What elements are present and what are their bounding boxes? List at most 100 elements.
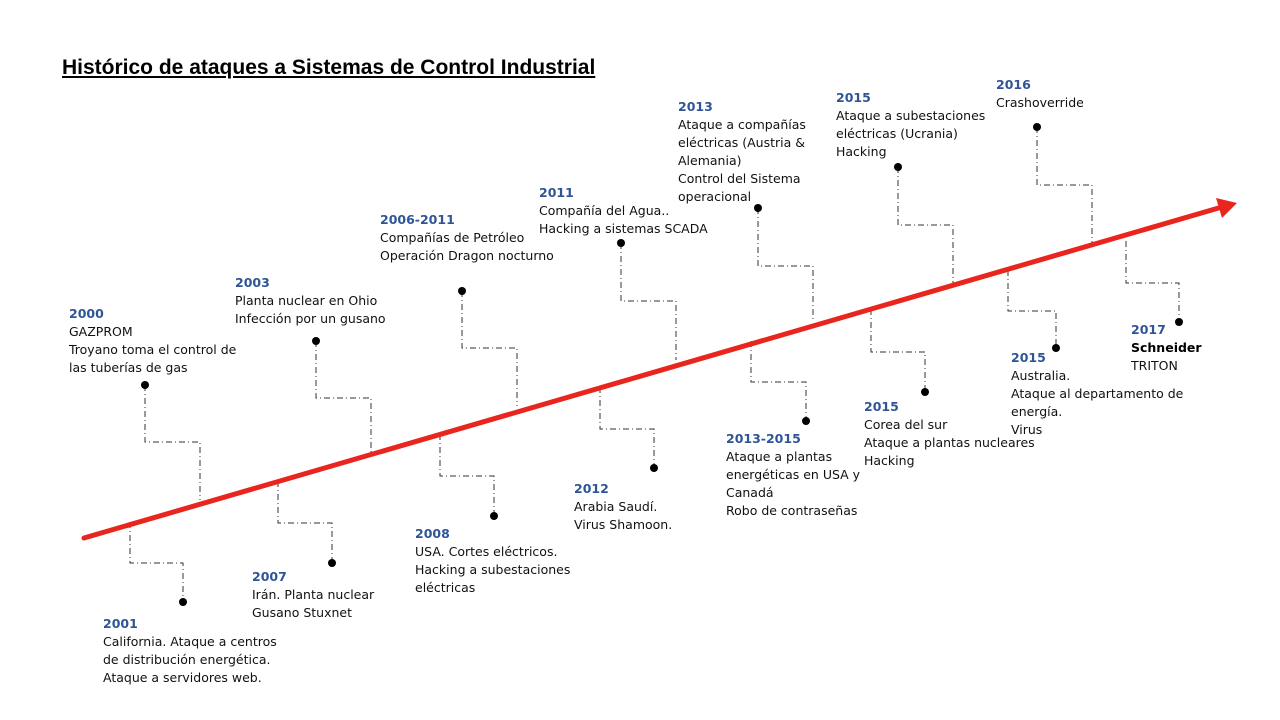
connector-2015b [870,309,926,392]
event-description-line: USA. Cortes eléctricos. [415,544,558,559]
event-description-line: eléctricas (Ucrania) [836,126,958,141]
connector-2016 [1036,127,1093,244]
event-year: 2015 [836,90,871,105]
event-dot-2015c [1052,344,1060,352]
event-dot-2003 [312,337,320,345]
event-year: 2013 [678,99,713,114]
event-description-line: operacional [678,189,752,204]
event-year: 2017 [1131,322,1166,337]
event-year: 2012 [574,481,609,496]
event-description-line: eléctricas (Austria & [678,135,806,150]
connector-2000 [144,385,201,500]
event-description-line: Planta nuclear en Ohio [235,293,378,308]
connector-lines [129,127,1180,602]
event-description-line: Virus [1011,422,1043,437]
event-dot-2011 [617,239,625,247]
connector-2015a [897,167,954,285]
event-year: 2015 [1011,350,1046,365]
event-year: 2011 [539,185,574,200]
event-dot-2017 [1175,318,1183,326]
connector-2003 [315,341,372,456]
event-description-line: Compañía del Agua.. [539,203,670,218]
timeline-arrow-line [81,204,1225,541]
event-description-line: eléctricas [415,580,476,595]
connector-2012 [599,387,655,468]
event-dot-2015b [921,388,929,396]
event-description-line: Gusano Stuxnet [252,605,352,620]
event-description-line: Hacking a subestaciones [415,562,571,577]
event-description-line: Alemania) [678,153,742,168]
event-description-line: Arabia Saudí. [574,499,658,514]
event-dot-2012 [650,464,658,472]
event-description-line: Ataque a compañías [678,117,806,132]
event-description-line: energéticas en USA y [726,467,861,482]
timeline-arrow-head [1216,198,1237,218]
connector-2008 [439,434,495,516]
event-description-line: Schneider [1131,340,1202,355]
event-description-line: Operación Dragon nocturno [380,248,554,263]
event-year: 2003 [235,275,270,290]
event-description-line: Irán. Planta nuclear [252,587,375,602]
connector-2001 [129,522,184,602]
event-description-line: California. Ataque a centros [103,634,277,649]
connector-2017 [1125,241,1180,322]
event-dot-2006-2011 [458,287,466,295]
event-description-line: Troyano toma el control de [69,342,237,357]
event-description-line: Ataque a servidores web. [103,670,262,685]
event-dot-2007 [328,559,336,567]
event-description-line: Control del Sistema [678,171,801,186]
event-description-line: Ataque a plantas [726,449,833,464]
event-year: 2008 [415,526,450,541]
event-description-line: Ataque a plantas nucleares [864,435,1035,450]
event-dot-2015a [894,163,902,171]
event-year: 2001 [103,616,138,631]
event-year: 2000 [69,306,104,321]
connector-2011 [620,243,677,360]
event-dot-2013-2015 [802,417,810,425]
event-dot-2001 [179,598,187,606]
event-description-line: energía. [1011,404,1063,419]
connector-2007 [277,481,333,563]
event-year: 2013-2015 [726,431,801,446]
connector-2015c [1007,270,1057,348]
event-description-line: Canadá [726,485,774,500]
event-description-line: GAZPROM [69,324,133,339]
event-year: 2016 [996,77,1031,92]
event-description-line: Hacking a sistemas SCADA [539,221,708,236]
event-dot-2016 [1033,123,1041,131]
event-description-line: Compañías de Petróleo [380,230,525,245]
event-description-line: Crashoverride [996,95,1084,110]
event-description-line: Hacking [836,144,887,159]
event-description-line: las tuberías de gas [69,360,188,375]
event-year: 2007 [252,569,287,584]
event-dot-2013 [754,204,762,212]
event-description-line: Ataque a subestaciones [836,108,986,123]
event-dot-2000 [141,381,149,389]
event-dots [141,123,1183,606]
event-description-line: Hacking [864,453,915,468]
event-description-line: Australia. [1011,368,1071,383]
page-title: Histórico de ataques a Sistemas de Contr… [62,56,596,79]
event-year: 2006-2011 [380,212,455,227]
event-description-line: Ataque al departamento de [1011,386,1184,401]
event-description-line: TRITON [1131,358,1178,373]
event-description-line: de distribución energética. [103,652,271,667]
connector-2006-2011 [461,291,518,406]
connector-2013 [757,208,814,322]
event-description-line: Robo de contraseñas [726,503,858,518]
connector-2013-2015 [750,341,807,421]
